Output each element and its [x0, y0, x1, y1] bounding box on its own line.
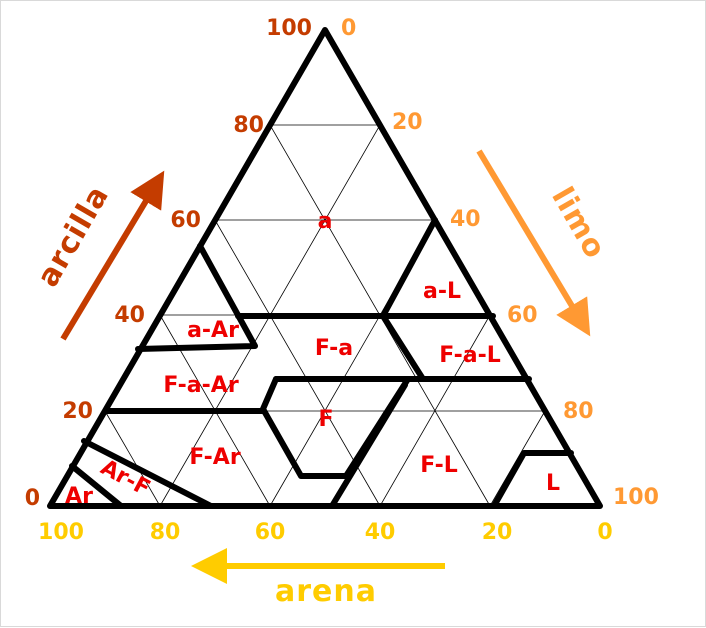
sand-tick-100: 100 — [38, 520, 84, 545]
sand-ticks: 100 80 60 40 20 0 — [38, 520, 613, 545]
silt-axis-title: limo — [544, 181, 613, 265]
sand-axis-title: arena — [275, 574, 377, 609]
boundary-a-l — [380, 217, 438, 382]
sand-tick-40: 40 — [365, 520, 396, 545]
clay-arrow-icon — [60, 170, 165, 341]
sand-tick-0: 0 — [597, 520, 612, 545]
clay-tick-40: 40 — [114, 303, 145, 328]
label-f-a-l: F-a-L — [439, 343, 500, 368]
clay-tick-0: 0 — [25, 486, 40, 511]
boundary-f-left — [260, 376, 349, 479]
clay-tick-60: 60 — [170, 208, 201, 233]
triangle-outline — [47, 27, 603, 509]
silt-tick-100: 100 — [613, 485, 659, 510]
clay-ticks: 100 80 60 40 20 0 — [25, 16, 312, 511]
label-f-a-ar: F-a-Ar — [163, 373, 238, 398]
direction-arrows — [60, 149, 591, 584]
silt-ticks: 0 20 40 60 80 100 — [341, 16, 659, 510]
label-a: a — [318, 209, 333, 234]
silt-tick-0: 0 — [341, 16, 356, 41]
sand-tick-80: 80 — [150, 520, 181, 545]
sand-tick-20: 20 — [482, 520, 513, 545]
boundary-ar-f — [81, 438, 214, 509]
boundary-ar — [69, 463, 124, 509]
label-f-a: F-a — [315, 336, 353, 361]
sand-tick-60: 60 — [255, 520, 286, 545]
boundary-l — [491, 450, 574, 509]
class-boundaries — [47, 27, 603, 509]
label-f-l: F-L — [420, 453, 458, 478]
region-labels: a a-L a-Ar F-a F-a-L F-a-Ar F F-Ar F-L L… — [65, 209, 560, 509]
label-l: L — [546, 471, 560, 496]
label-f-ar: F-Ar — [189, 445, 241, 470]
clay-tick-80: 80 — [233, 113, 264, 138]
silt-tick-40: 40 — [450, 207, 481, 232]
silt-arrow-icon — [476, 149, 591, 337]
label-ar: Ar — [65, 484, 93, 509]
label-a-ar: a-Ar — [187, 318, 239, 343]
label-f: F — [318, 407, 333, 432]
clay-tick-100: 100 — [266, 16, 312, 41]
silt-tick-80: 80 — [563, 399, 594, 424]
clay-tick-20: 20 — [62, 399, 93, 424]
silt-tick-60: 60 — [507, 303, 538, 328]
boundary-f-l — [329, 382, 408, 509]
silt-tick-20: 20 — [392, 110, 423, 135]
label-a-l: a-L — [423, 279, 461, 304]
boundary-a-ar — [135, 243, 258, 352]
